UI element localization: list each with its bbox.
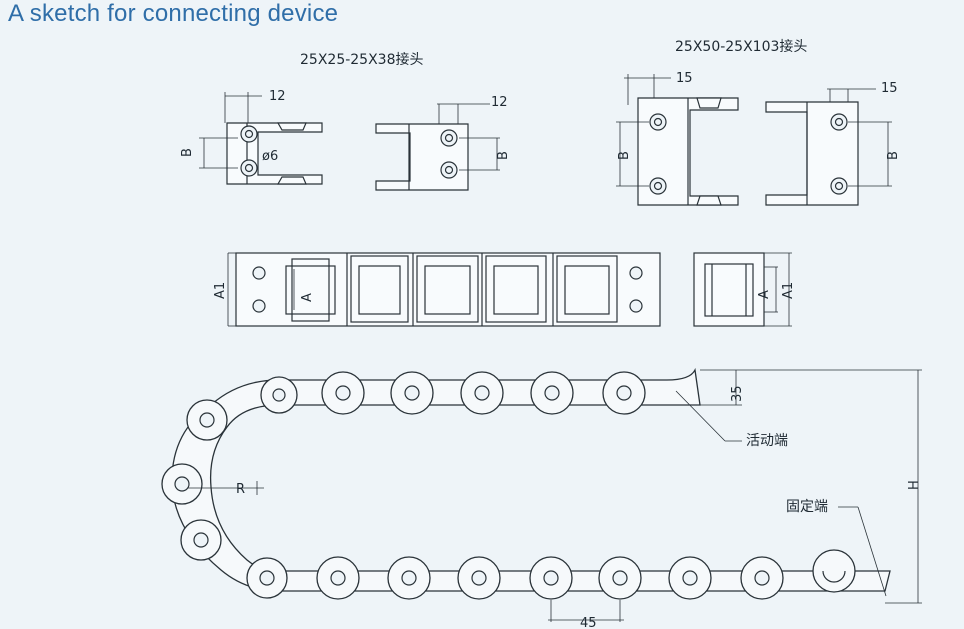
large-connector-left: B 15 bbox=[616, 71, 739, 206]
dimension-45: 45 bbox=[580, 616, 597, 629]
curve-link-discs bbox=[161, 399, 228, 561]
moving-end-note: 活动端 bbox=[746, 433, 788, 449]
top-link-5 bbox=[556, 255, 618, 323]
left-connector-heading: 25X25-25X38接头 bbox=[300, 51, 424, 68]
top-link-1 bbox=[285, 258, 336, 322]
small-connector-left: B 12 ø6 bbox=[180, 89, 323, 185]
dimension-b-large-left: B bbox=[617, 151, 632, 160]
right-connector-heading: 25X50-25X103接头 bbox=[675, 38, 807, 55]
dimension-a-right: A bbox=[757, 290, 772, 299]
dimension-15-right: 15 bbox=[881, 81, 898, 96]
dimension-12-left: 12 bbox=[269, 89, 286, 104]
dimension-h: H bbox=[907, 480, 922, 490]
small-connector-right: 12 B bbox=[375, 95, 511, 191]
page-title: A sketch for connecting device bbox=[8, 0, 339, 27]
dimension-diameter-6: ø6 bbox=[262, 149, 278, 164]
top-link-4 bbox=[485, 255, 547, 323]
dimension-15-left: 15 bbox=[676, 71, 693, 86]
dimension-12-right: 12 bbox=[491, 95, 508, 110]
top-link-3 bbox=[416, 255, 479, 323]
dimension-a1-right: A1 bbox=[781, 282, 796, 299]
dimension-b-left: B bbox=[180, 148, 195, 157]
chain-side-view: 35 H bbox=[161, 367, 922, 629]
upper-link-discs bbox=[260, 371, 646, 415]
dimension-b-large-right: B bbox=[886, 151, 901, 160]
dimension-35: 35 bbox=[730, 385, 745, 402]
dimension-r: R bbox=[236, 482, 245, 497]
top-link-2 bbox=[350, 255, 409, 323]
lower-link-discs bbox=[246, 549, 856, 600]
dimension-a-left: A bbox=[300, 293, 315, 302]
chain-top-view: A1 A bbox=[213, 252, 661, 327]
dimension-a1-left: A1 bbox=[213, 282, 228, 299]
chain-end-view: A A1 bbox=[693, 252, 796, 327]
large-connector-right: 15 B bbox=[765, 81, 901, 206]
dimension-b-right: B bbox=[496, 151, 511, 160]
fixed-end-note: 固定端 bbox=[786, 499, 828, 515]
